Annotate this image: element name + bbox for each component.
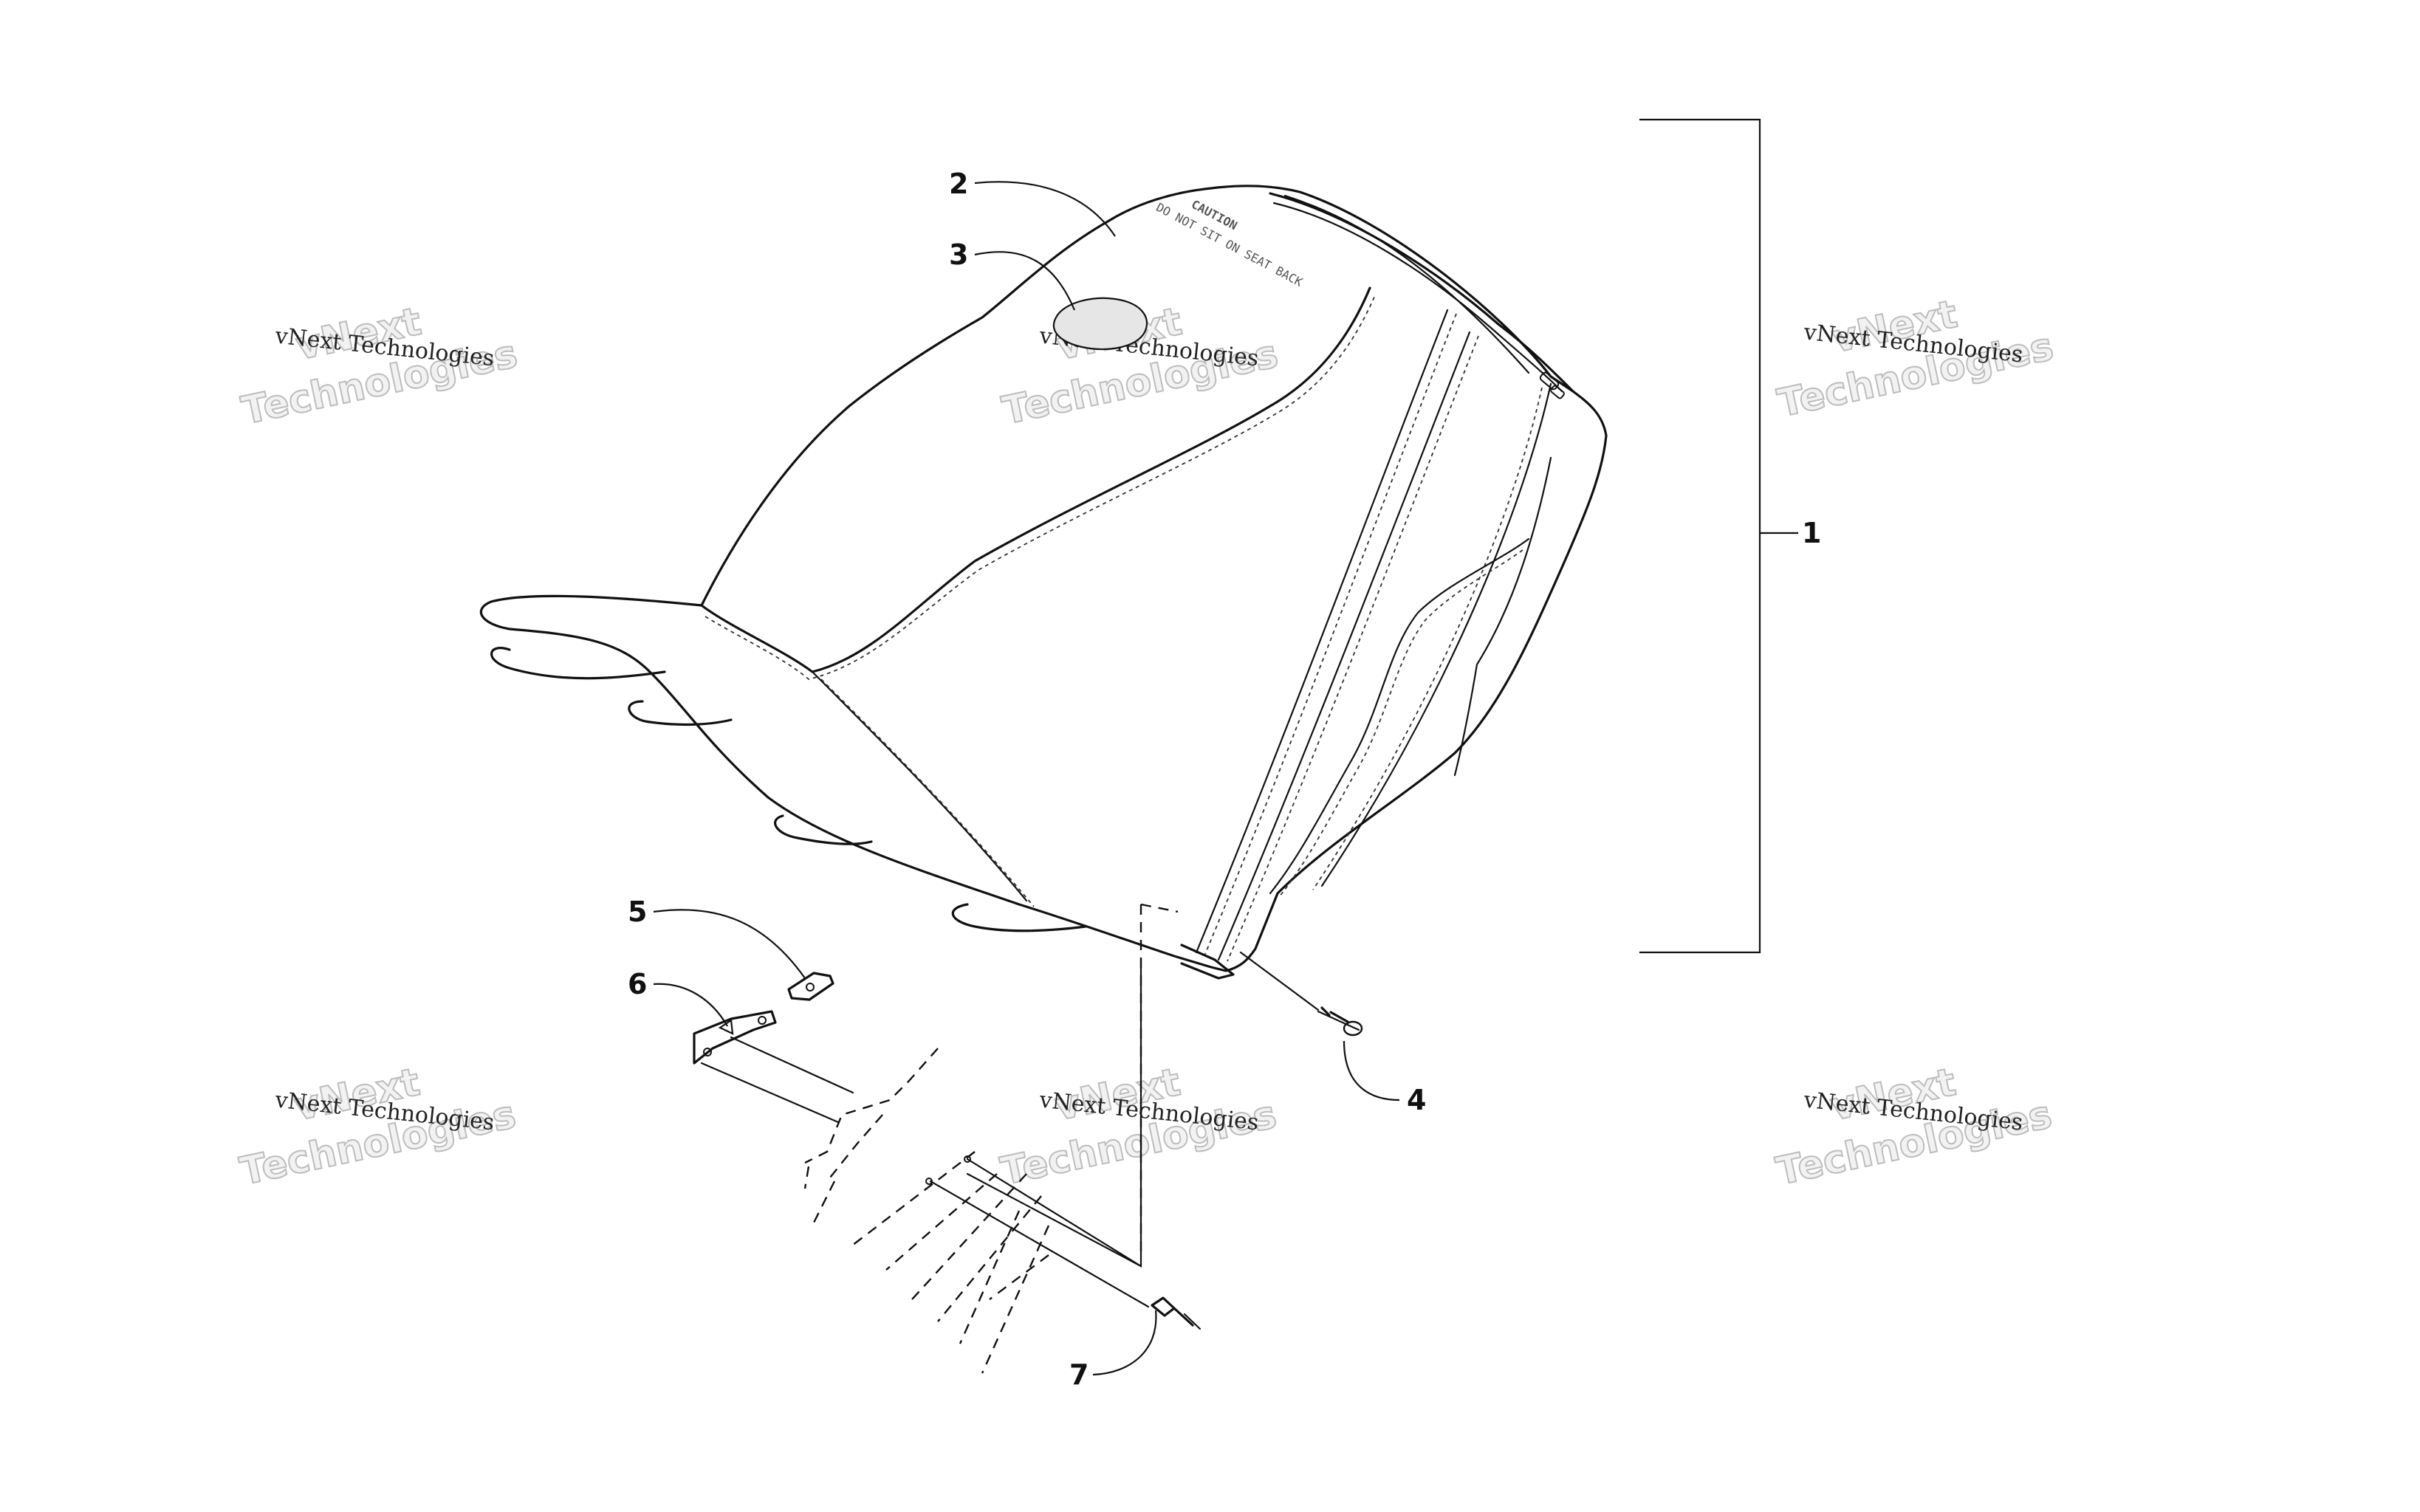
- stripe-2a-stitch: [1312, 387, 1543, 890]
- seat-front-tab: [1180, 944, 1235, 980]
- stripe-1a-stitch: [1204, 313, 1457, 955]
- leader-2: [974, 181, 1116, 237]
- seat-flap-4: [951, 903, 1087, 932]
- seat-flap-3: [774, 814, 873, 845]
- seat-flap-1: [490, 647, 666, 680]
- assembly-lines: [700, 903, 1320, 1374]
- callout-2: 2: [949, 168, 968, 200]
- leader-5: [653, 909, 806, 979]
- zipper-pull: [1539, 371, 1565, 399]
- clip-nut-part: [787, 972, 834, 1001]
- seat-side-stitch-1: [820, 678, 1035, 907]
- callout-3: 3: [949, 238, 968, 271]
- seat-patch: [1052, 297, 1148, 351]
- leader-4: [1343, 1040, 1400, 1102]
- stripe-2a: [1320, 382, 1552, 887]
- zipper-line: [1283, 194, 1530, 374]
- callout-1: 1: [1802, 517, 1821, 549]
- mounting-bracket-part: [693, 1010, 777, 1065]
- stripe-1a: [1195, 309, 1449, 954]
- seat-assembly: CAUTION DO NOT SIT ON SEAT BACK: [479, 185, 1608, 980]
- rivet-part: [1151, 1296, 1202, 1330]
- seat-rear-edge-inner: [1272, 202, 1563, 393]
- leader-6: [653, 983, 728, 1027]
- screw-part: [1317, 1006, 1363, 1037]
- seat-outline: [479, 185, 1608, 972]
- side-insert-outer: [1453, 456, 1552, 777]
- side-insert: [1269, 537, 1530, 895]
- seat-flap-2: [628, 700, 733, 726]
- leader-7: [1092, 1310, 1157, 1376]
- seat-rear-edge: [1269, 192, 1574, 393]
- callout-4: 4: [1407, 1084, 1426, 1116]
- svg-text:DO NOT SIT ON SEAT BACK: DO NOT SIT ON SEAT BACK: [1154, 200, 1306, 289]
- stripe-1b-stitch: [1227, 335, 1479, 962]
- leader-3: [974, 251, 1076, 311]
- callout-5: 5: [628, 896, 647, 928]
- assembly-bracket: [1639, 118, 1798, 954]
- callout-7: 7: [1069, 1358, 1089, 1391]
- seat-side-seam-1: [811, 670, 1028, 902]
- seat-top-seam: [700, 286, 1371, 673]
- callout-6: 6: [628, 968, 647, 1000]
- side-insert-stitch: [1278, 549, 1523, 898]
- stripe-1b: [1217, 331, 1471, 961]
